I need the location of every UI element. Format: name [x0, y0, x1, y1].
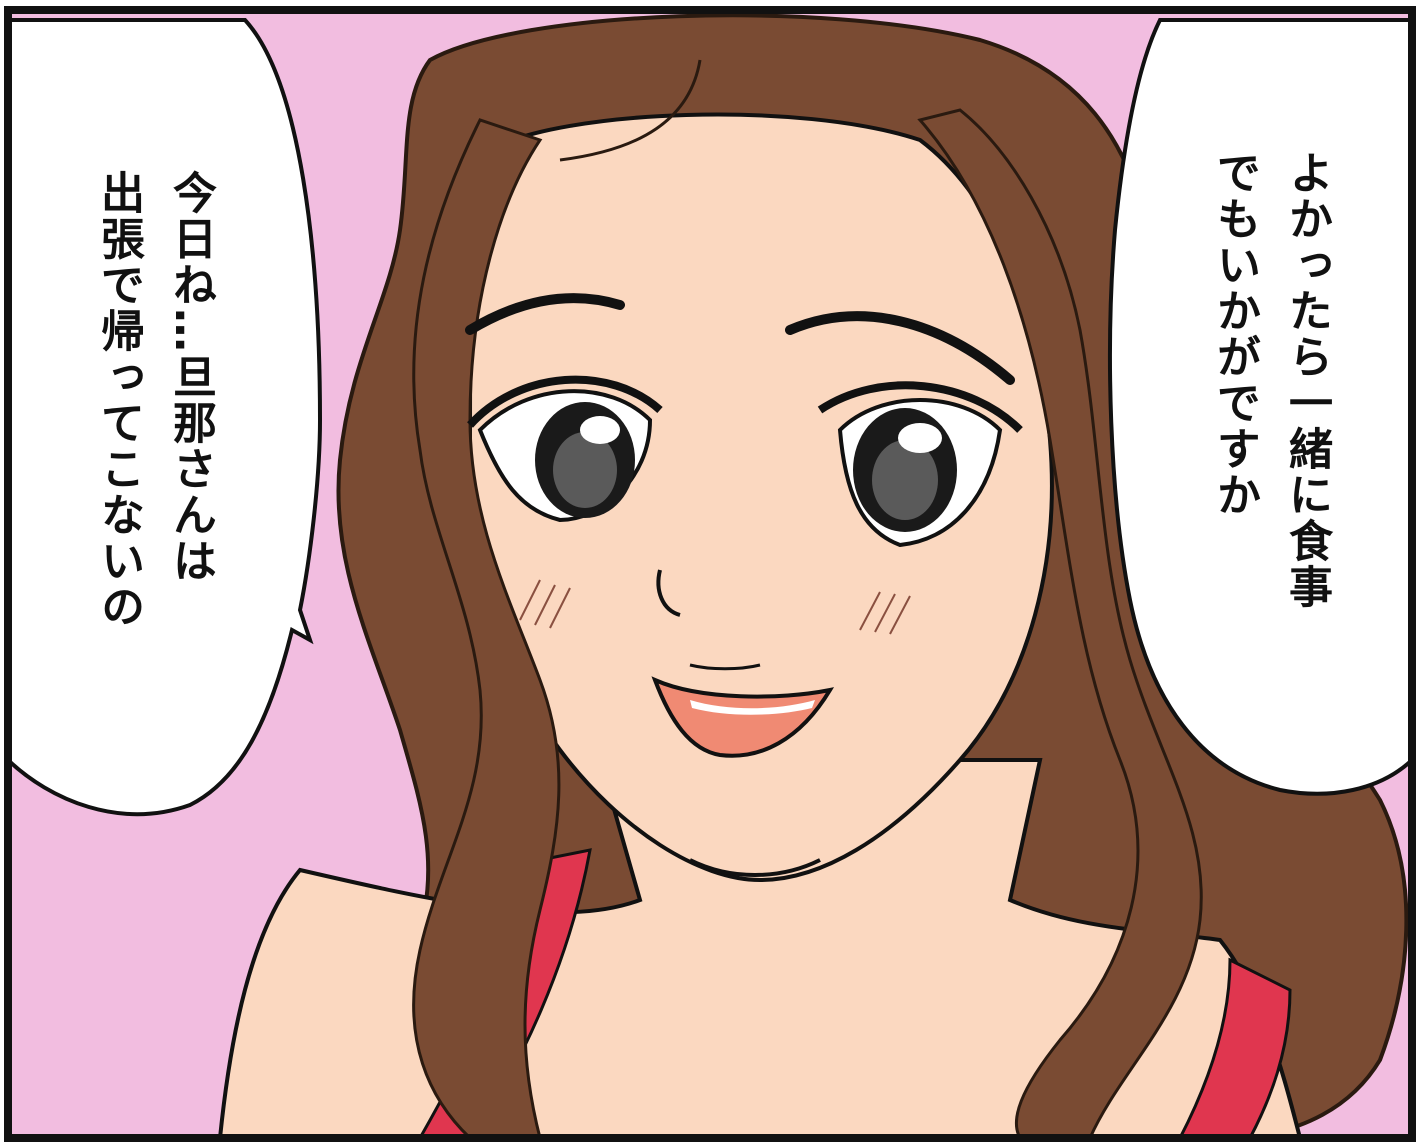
left-speech-bubble: [6, 18, 323, 817]
left-bubble-text: 今日ね…旦那さんは 出張で帰ってこないの: [82, 170, 226, 630]
chin: [689, 858, 821, 877]
left-bubble-line-1: 今日ね…旦那さんは: [165, 170, 216, 584]
nose: [656, 569, 681, 617]
hair-lock-right: [917, 108, 1203, 1140]
blush-marks: [519, 579, 911, 635]
right-speech-bubble: [1108, 18, 1414, 796]
right-eye: [817, 381, 1023, 548]
right-eyebrow: [785, 311, 1015, 385]
mouth: [651, 663, 835, 758]
right-bubble-line-1: よかったら一緒に食事: [1281, 150, 1332, 610]
left-eyebrow: [465, 293, 625, 335]
right-bubble-text: よかったら一緒に食事 でもいかがですか: [1198, 150, 1342, 610]
right-bubble-line-2: でもいかがですか: [1209, 150, 1260, 518]
left-eye: [467, 375, 663, 523]
left-bubble-line-2: 出張で帰ってこないの: [93, 170, 144, 630]
panel-border: [4, 6, 1416, 1142]
hair-part: [559, 59, 702, 162]
